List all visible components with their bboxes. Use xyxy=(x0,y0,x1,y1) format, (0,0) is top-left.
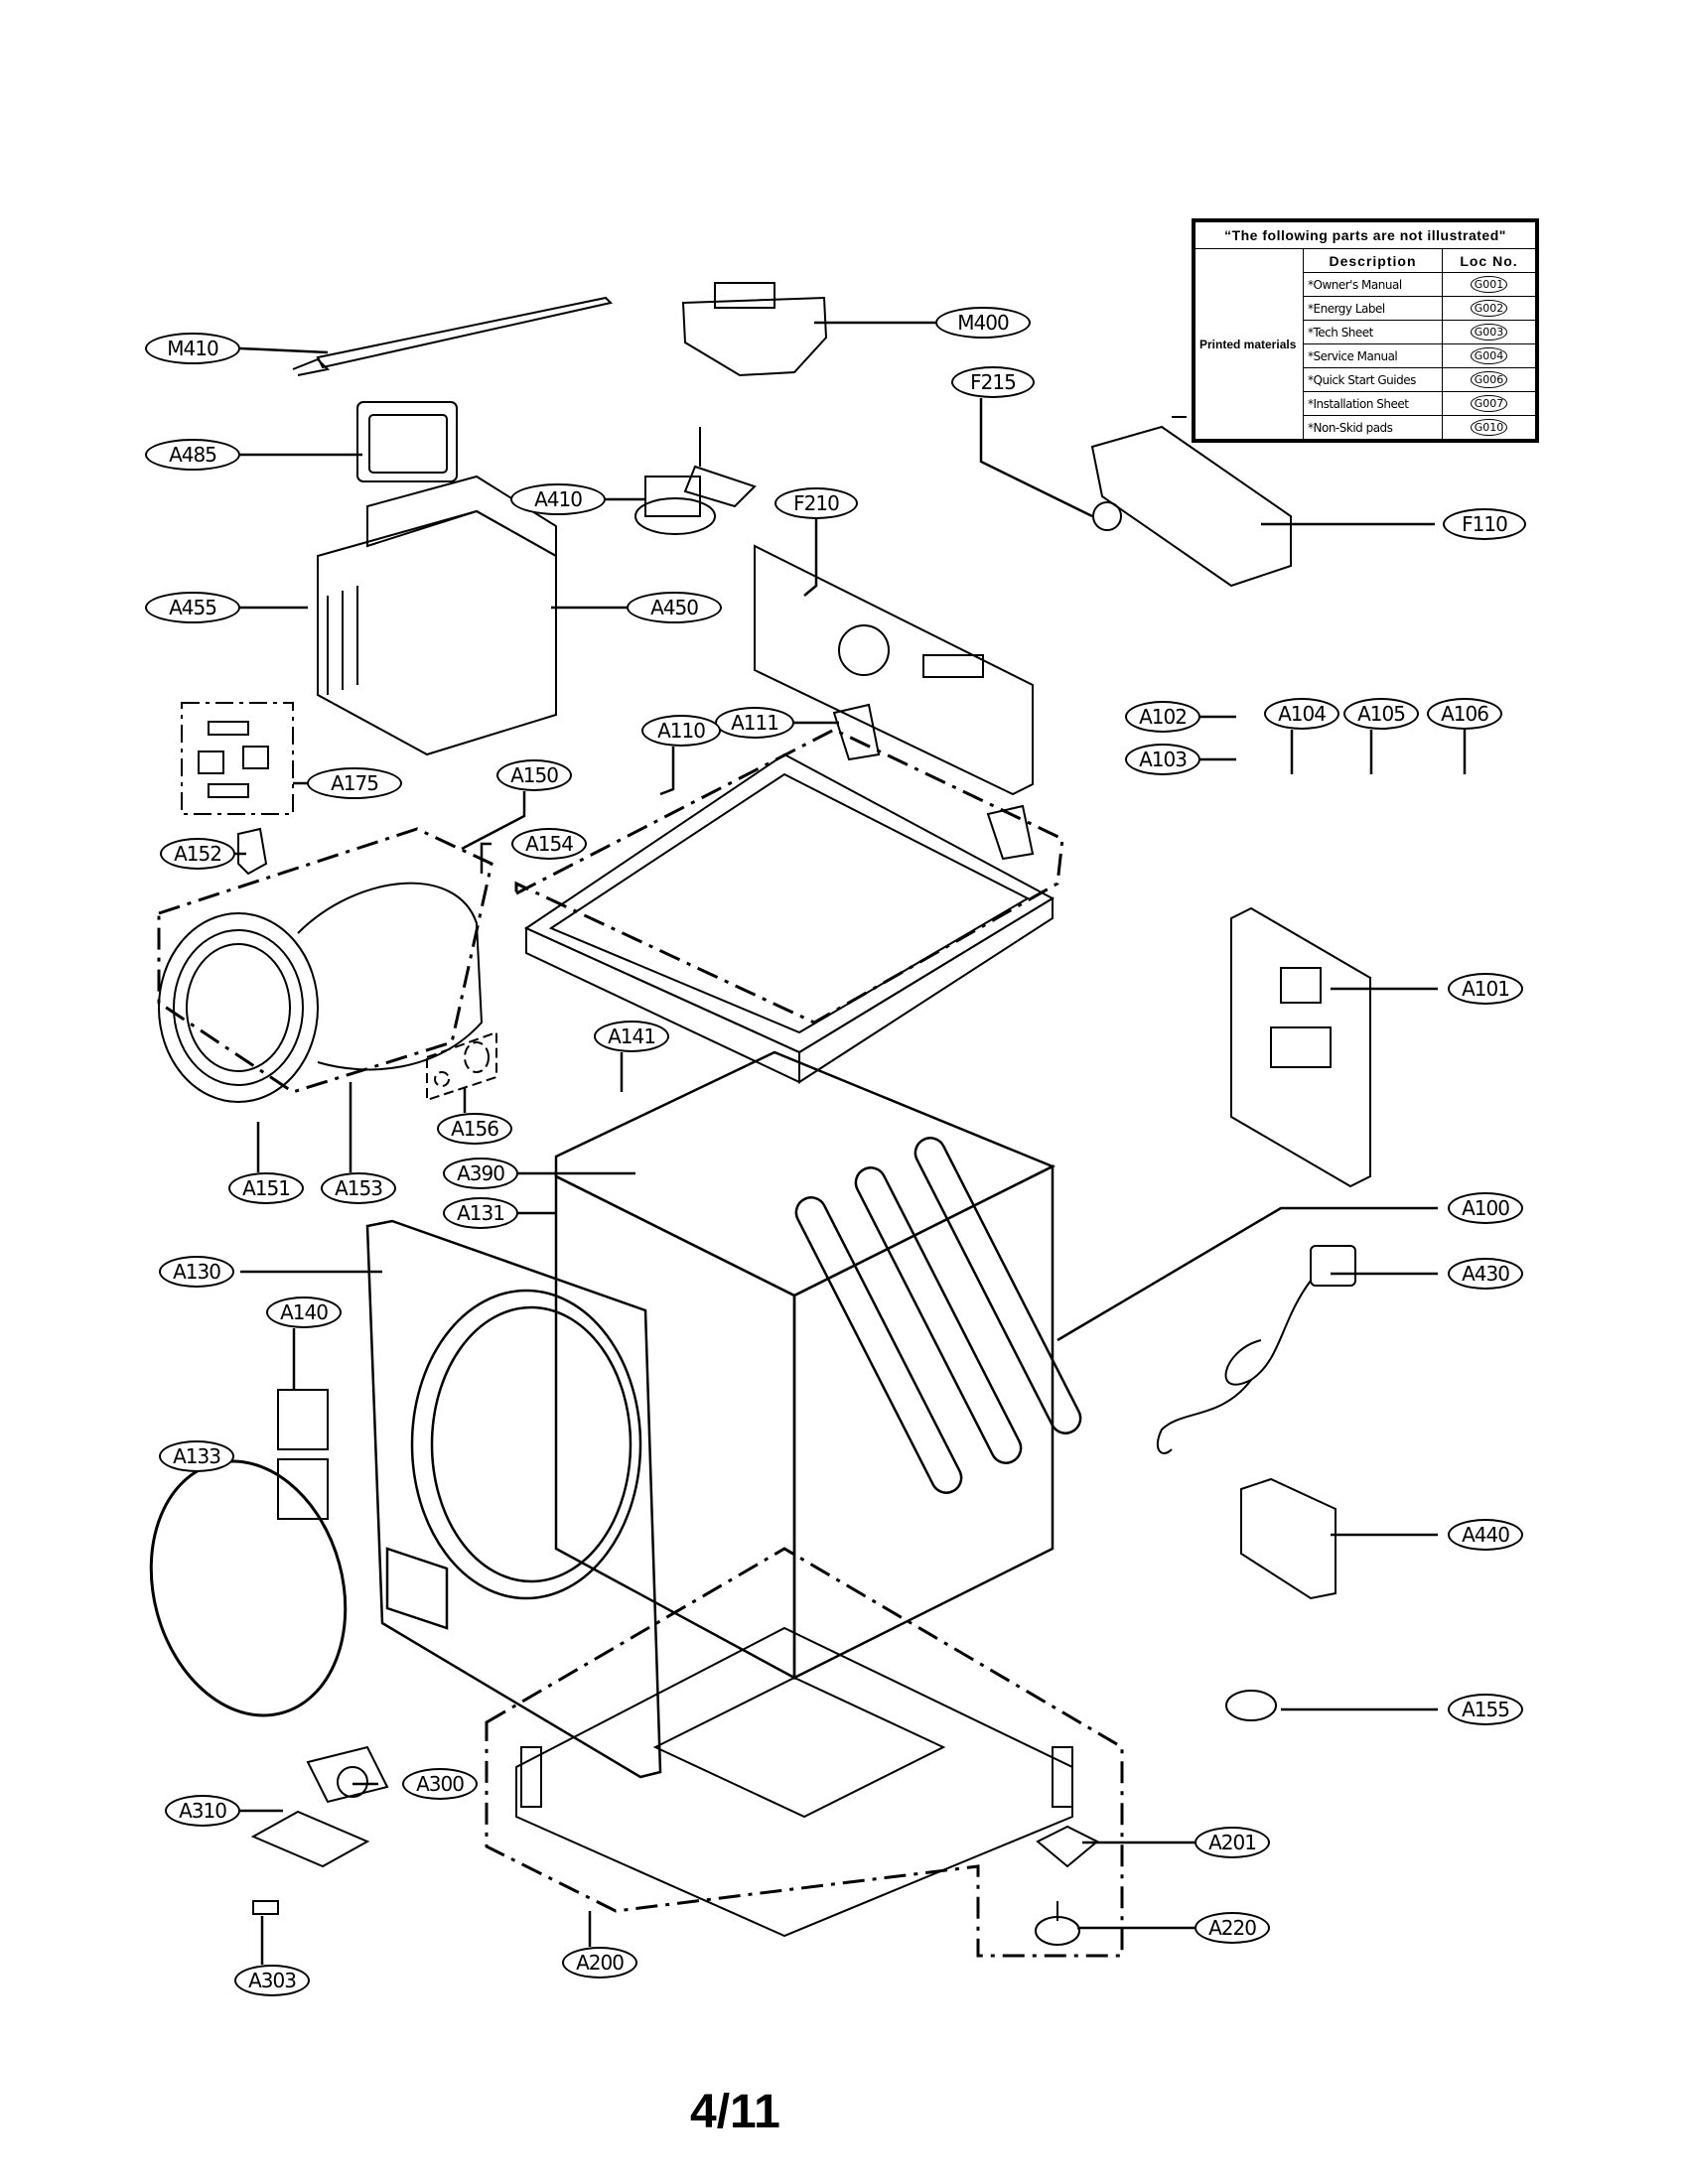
legend-description: *Tech Sheet xyxy=(1303,320,1443,344)
legend-description: *Installation Sheet xyxy=(1303,391,1443,416)
legend-loc: G010 xyxy=(1470,419,1508,436)
callout-a101: A101 xyxy=(1448,973,1523,1005)
callout-a106: A106 xyxy=(1427,698,1502,730)
legend-row: *Tech Sheet G003 xyxy=(1196,320,1536,344)
part-a140-hinges xyxy=(277,1389,329,1520)
callout-a430: A430 xyxy=(1448,1258,1523,1290)
part-a175-clips xyxy=(198,721,269,798)
legend-description: *Energy Label xyxy=(1303,296,1443,321)
callout-f110: F110 xyxy=(1443,508,1526,540)
not-illustrated-parts-table: “The following parts are not illustrated… xyxy=(1192,218,1539,443)
legend-category: Printed materials xyxy=(1195,248,1304,440)
part-a155-cap xyxy=(1225,1690,1277,1721)
callout-a410: A410 xyxy=(510,483,606,515)
legend-description: *Service Manual xyxy=(1303,343,1443,368)
callout-a105: A105 xyxy=(1343,698,1419,730)
part-a101-back-panel xyxy=(1230,906,1371,1188)
part-a440-noise-filter xyxy=(1240,1477,1336,1600)
legend-row: *Non-Skid pads G010 xyxy=(1196,415,1536,440)
part-a100-cabinet xyxy=(554,1050,1082,1681)
callout-a152: A152 xyxy=(160,838,235,870)
callout-a220: A220 xyxy=(1195,1912,1270,1944)
part-a410-motor xyxy=(634,427,757,535)
part-f110-control-pcb xyxy=(1090,416,1292,588)
part-a156-lock-box xyxy=(426,1030,497,1102)
part-a485-cover xyxy=(356,401,458,482)
callout-a155: A155 xyxy=(1448,1694,1523,1725)
callout-a104: A104 xyxy=(1264,698,1339,730)
legend-loc: G004 xyxy=(1470,347,1508,364)
part-a200-base xyxy=(515,1626,1073,1938)
part-a110-top-plate-box xyxy=(514,728,1064,1024)
callout-a440: A440 xyxy=(1448,1519,1523,1551)
legend-loc: G007 xyxy=(1470,395,1508,412)
callout-a200: A200 xyxy=(562,1947,637,1979)
part-a111-bracket xyxy=(832,703,1035,861)
part-a152-hinge xyxy=(237,827,268,876)
callout-a303: A303 xyxy=(234,1965,310,1996)
legend-row: *Owner's Manual G001 xyxy=(1196,272,1536,297)
callout-a133: A133 xyxy=(159,1440,234,1472)
part-a175-clips-box xyxy=(181,702,294,815)
legend-header-description: Description xyxy=(1303,248,1443,273)
callout-a103: A103 xyxy=(1125,744,1200,775)
callout-f210: F210 xyxy=(774,487,858,519)
callout-a153: A153 xyxy=(321,1172,396,1204)
callout-a485: A485 xyxy=(145,439,240,471)
part-a220-leg xyxy=(1035,1901,1080,1946)
callout-f215: F215 xyxy=(951,366,1035,398)
part-a300-a310-drain-cover xyxy=(250,1745,389,1868)
callout-a131: A131 xyxy=(443,1197,518,1229)
callout-a175: A175 xyxy=(307,767,402,799)
part-f210-control-panel xyxy=(754,544,1034,796)
part-a430-power-cord xyxy=(1156,1245,1356,1454)
part-a151-door xyxy=(158,882,484,1103)
legend-row: *Energy Label G002 xyxy=(1196,296,1536,321)
part-a455-a450-pcb xyxy=(317,475,557,756)
legend-header-loc-no: Loc No. xyxy=(1442,248,1536,273)
legend-loc: G003 xyxy=(1470,324,1508,341)
callout-m400: M400 xyxy=(935,307,1031,339)
callout-a140: A140 xyxy=(266,1297,342,1328)
part-m410-bracket xyxy=(292,296,613,376)
legend-row: *Service Manual G004 xyxy=(1196,343,1536,368)
part-a200-base-box xyxy=(485,1547,1124,1958)
part-a303-screw xyxy=(252,1900,279,1915)
callout-a150: A150 xyxy=(496,759,572,791)
callout-a141: A141 xyxy=(594,1021,669,1052)
legend-description: *Owner's Manual xyxy=(1303,272,1443,297)
legend-row: *Quick Start Guides G006 xyxy=(1196,367,1536,392)
part-a201-plate xyxy=(1036,1825,1099,1868)
legend-title: “The following parts are not illustrated… xyxy=(1195,221,1536,249)
callout-a110: A110 xyxy=(641,715,721,747)
legend-description: *Quick Start Guides xyxy=(1303,367,1443,392)
legend-loc: G002 xyxy=(1470,300,1508,317)
callout-a201: A201 xyxy=(1195,1827,1270,1858)
callout-a300: A300 xyxy=(402,1768,478,1800)
callout-a390: A390 xyxy=(443,1158,518,1189)
callout-a100: A100 xyxy=(1448,1192,1523,1224)
callout-m410: M410 xyxy=(145,333,240,364)
page-number: 4/11 xyxy=(690,2086,780,2138)
callout-a151: A151 xyxy=(228,1172,304,1204)
callout-a130: A130 xyxy=(159,1256,234,1288)
callout-a154: A154 xyxy=(511,828,587,860)
legend-loc: G001 xyxy=(1470,276,1508,293)
legend-loc: G006 xyxy=(1470,371,1508,388)
callout-a102: A102 xyxy=(1125,701,1200,733)
callout-a455: A455 xyxy=(145,592,240,623)
legend-row: *Installation Sheet G007 xyxy=(1196,391,1536,416)
part-a130-front-panel xyxy=(365,1219,662,1779)
part-m400-valve xyxy=(681,282,828,377)
callout-a111: A111 xyxy=(715,707,794,739)
callout-a156: A156 xyxy=(437,1113,512,1145)
part-a133-gasket-ring xyxy=(149,1459,348,1717)
callout-a450: A450 xyxy=(627,592,722,623)
callout-a310: A310 xyxy=(165,1795,240,1827)
legend-description: *Non-Skid pads xyxy=(1303,415,1443,440)
part-a110-top-plate xyxy=(523,752,1055,1084)
leader-lines xyxy=(235,321,1467,1965)
